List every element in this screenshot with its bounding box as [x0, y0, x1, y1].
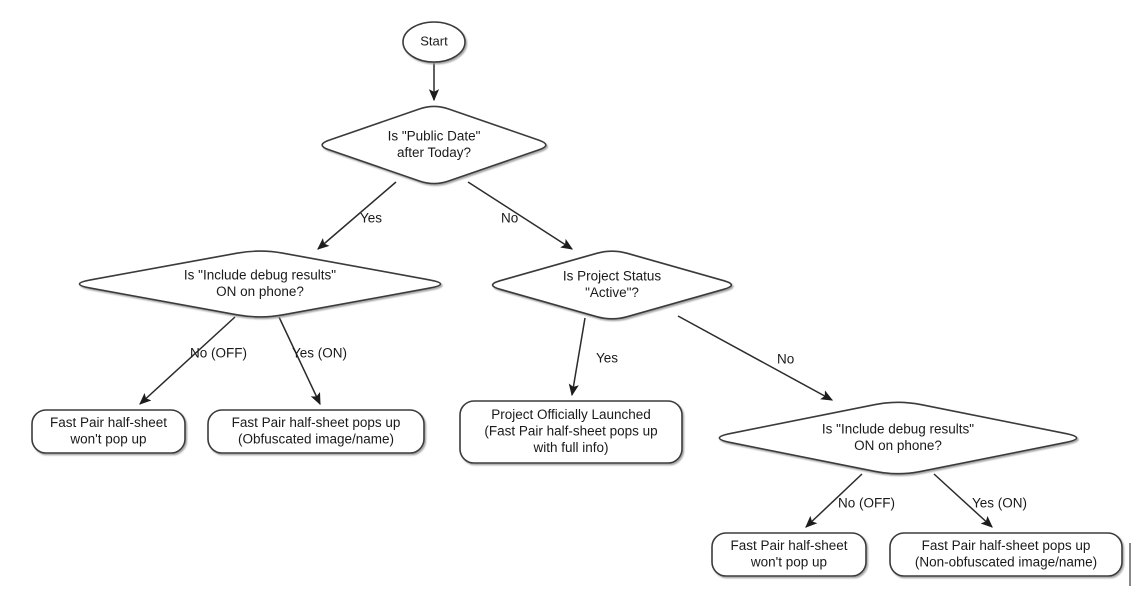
edge-label-public-date-yes: Yes — [360, 211, 382, 226]
project-launched-text-line-1: Project Officially Launched — [491, 407, 651, 422]
node-project-status-decision[interactable]: Is Project Status "Active"? — [491, 250, 733, 320]
project-status-decision-diamond[interactable] — [491, 250, 733, 320]
node-start[interactable]: Start — [402, 21, 466, 63]
edge-public-date-no — [467, 181, 574, 250]
edge-public-date-yes — [317, 181, 397, 250]
public-date-decision-diamond[interactable] — [321, 105, 547, 185]
edge-label-debug-left-yes-on: Yes (ON) — [292, 346, 347, 361]
debug-results-decision-right-text-line-2: ON on phone? — [854, 438, 942, 453]
nodes-layer: Start Is "Public Date" after Today? Is "Inc… — [31, 21, 1123, 577]
node-obfuscated-popup[interactable]: Fast Pair half-sheet pops up(Obfuscated … — [207, 409, 425, 454]
no-popup-right-text-line-2: won't pop up — [750, 554, 827, 569]
edge-debug-right-yes-on — [933, 473, 993, 528]
non-obfuscated-popup-text-line-2: (Non-obfuscated image/name) — [915, 554, 1097, 569]
edge-label-debug-right-yes-on: Yes (ON) — [972, 496, 1027, 511]
no-popup-right-text-line-1: Fast Pair half-sheet — [730, 538, 847, 553]
project-launched-text-line-2: (Fast Pair half-sheet pops up — [484, 424, 657, 439]
edge-label-debug-right-no-off: No (OFF) — [838, 496, 895, 511]
project-status-decision-text-line-2: "Active"? — [585, 285, 639, 300]
edge-label-project-status-no: No — [777, 352, 794, 367]
no-popup-left-text-line-2: won't pop up — [69, 431, 146, 446]
edge-debug-left-no-off — [139, 316, 236, 405]
project-launched-text-line-3: with full info) — [532, 440, 608, 455]
edge-debug-left-yes-on — [278, 316, 321, 406]
non-obfuscated-popup-text-line-1: Fast Pair half-sheet pops up — [922, 538, 1091, 553]
edge-project-status-yes — [568, 317, 586, 397]
edges-layer — [139, 62, 993, 528]
start-text-line-1: Start — [420, 33, 448, 48]
project-status-decision-text-line-1: Is Project Status — [563, 268, 662, 283]
edge-label-debug-left-no-off: No (OFF) — [190, 346, 247, 361]
project-launched-box[interactable] — [459, 400, 683, 464]
node-public-date-decision[interactable]: Is "Public Date" after Today? — [321, 105, 547, 185]
public-date-decision-text-line-2: after Today? — [397, 145, 471, 160]
edge-label-public-date-no: No — [501, 211, 518, 226]
no-popup-left-text-line-1: Fast Pair half-sheet — [50, 415, 167, 430]
debug-results-decision-right-text-line-1: Is "Include debug results" — [822, 421, 974, 436]
node-debug-results-decision-left[interactable]: Is "Include debug results" ON on phone? — [78, 250, 442, 318]
node-debug-results-decision-right[interactable]: Is "Include debug results" ON on phone? — [718, 401, 1078, 475]
node-non-obfuscated-popup[interactable]: Fast Pair half-sheet pops up(Non-obfusca… — [889, 532, 1123, 577]
start-ellipse[interactable] — [402, 21, 466, 63]
no-popup-right-box[interactable] — [711, 532, 867, 577]
edge-label-project-status-yes: Yes — [596, 351, 618, 366]
debug-results-decision-left-text-line-1: Is "Include debug results" — [184, 267, 336, 282]
debug-results-decision-left-text-line-2: ON on phone? — [216, 284, 304, 299]
node-project-launched[interactable]: Project Officially Launched (Fast Pair ha… — [459, 400, 683, 464]
edge-project-status-no — [677, 315, 834, 401]
debug-results-decision-right-diamond[interactable] — [718, 401, 1078, 475]
obfuscated-popup-box[interactable] — [207, 409, 425, 454]
non-obfuscated-popup-box[interactable] — [889, 532, 1123, 577]
debug-results-decision-left-diamond[interactable] — [78, 250, 442, 318]
public-date-decision-text-line-1: Is "Public Date" — [388, 128, 481, 143]
edge-debug-right-no-off — [805, 473, 863, 528]
obfuscated-popup-text-line-2: (Obfuscated image/name) — [238, 431, 394, 446]
no-popup-left-box[interactable] — [31, 409, 186, 454]
obfuscated-popup-text-line-1: Fast Pair half-sheet pops up — [232, 415, 401, 430]
